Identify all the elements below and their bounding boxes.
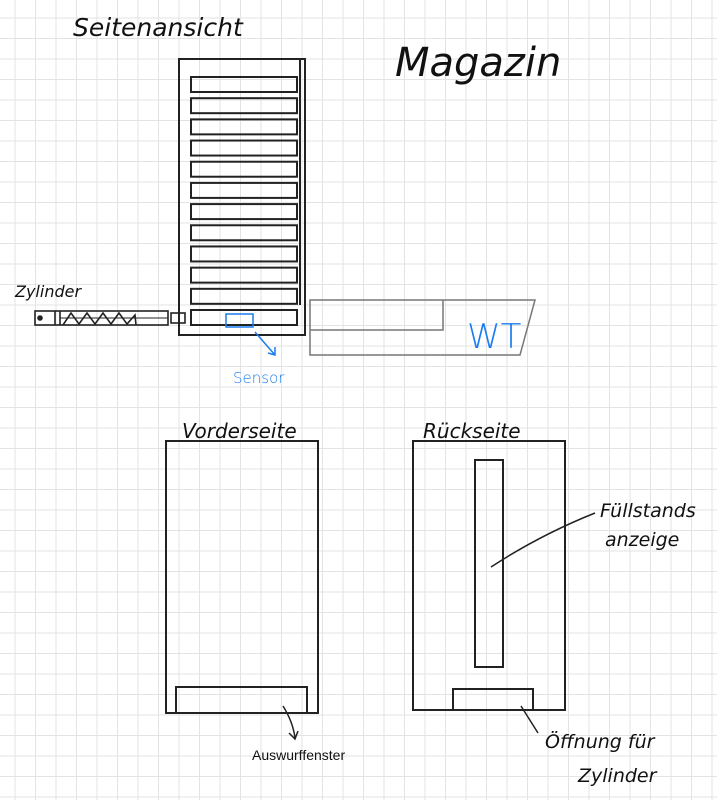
spring-icon: [62, 311, 137, 326]
fill-level-indicator: [474, 459, 504, 668]
fill-level-label-1: Füllstands: [600, 500, 696, 522]
eject-window-label: Auswurffenster: [252, 747, 345, 763]
magazine-slot: [190, 118, 298, 136]
back-view: [412, 440, 596, 734]
magazine-slot: [190, 309, 298, 326]
back-view-heading: Rückseite: [423, 419, 521, 443]
front-view: [165, 440, 319, 741]
magazine-slot: [190, 266, 298, 284]
sensor: Sensor: [225, 313, 285, 387]
opening-pointer: [520, 705, 539, 734]
title-magazin: Magazin: [395, 40, 561, 86]
sensor-label: Sensor: [233, 369, 285, 387]
opening-label-2: Zylinder: [577, 765, 658, 787]
magazine-slot: [190, 181, 298, 199]
magazine-frame: [178, 58, 306, 336]
magazine-slot: [190, 76, 298, 93]
magazine-slot: [190, 160, 298, 178]
cylinder: [34, 310, 186, 326]
magazine-slot: [190, 203, 298, 221]
cylinder-label: Zylinder: [14, 282, 82, 301]
magazine-slot: [190, 224, 298, 242]
magazine-slot: [190, 245, 298, 263]
workpiece-carrier: [309, 299, 536, 356]
cylinder-opening: [452, 688, 534, 711]
magazine-slot: [190, 139, 298, 157]
sensor-box: [225, 313, 254, 328]
fill-level-label-2: anzeige: [605, 529, 679, 551]
magazine-slot: [190, 97, 298, 115]
eject-window: [175, 686, 308, 714]
sensor-arrow-icon: [254, 331, 276, 356]
magazine-slot: [190, 287, 298, 305]
magazine-side-view: [178, 58, 306, 336]
fill-level-pointer: [490, 512, 596, 568]
front-view-heading: Vorderseite: [182, 419, 297, 443]
side-view-heading: Seitenansicht: [73, 13, 244, 42]
eject-arrow-icon: [282, 705, 299, 741]
workpiece-carrier-label: WT: [467, 317, 522, 357]
magazine-slots: [190, 76, 298, 326]
opening-label-1: Öffnung für: [545, 730, 656, 753]
